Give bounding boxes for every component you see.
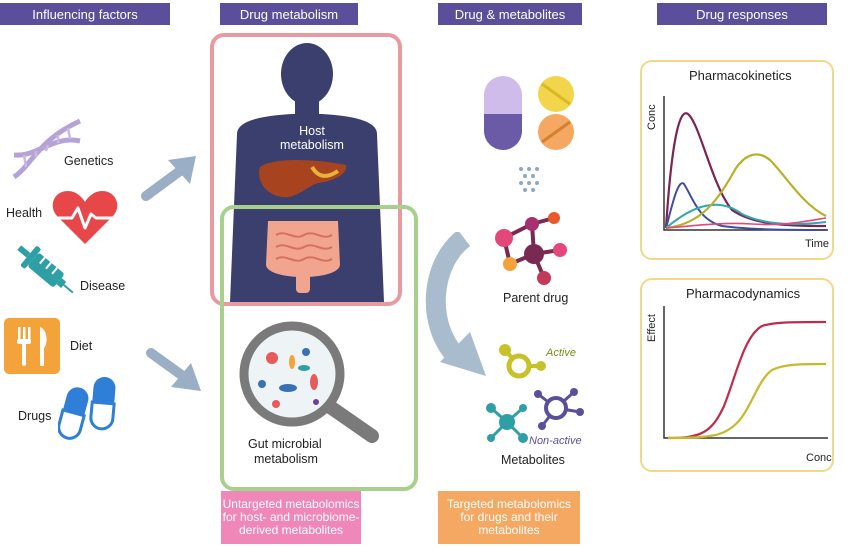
untargeted-caption-line: Untargeted metabolomics (222, 497, 360, 511)
diet-label: Diet (70, 339, 93, 353)
untargeted-caption-line: derived metabolites (238, 523, 344, 537)
capsules-icon (58, 376, 116, 440)
gut-metabolism-label-1: Gut microbial (248, 437, 322, 451)
dna-icon (12, 118, 82, 180)
targeted-caption-line: Targeted metabolomics (446, 497, 572, 511)
parent-drug-label: Parent drug (503, 291, 569, 305)
purple-molecule-icon (534, 388, 584, 430)
syringe-icon (17, 245, 74, 294)
magnifier-icon (239, 321, 379, 443)
genetics-label: Genetics (64, 154, 114, 168)
targeted-caption-line: metabolites (478, 523, 540, 537)
active-metabolite-icon (499, 344, 546, 379)
health-label: Health (6, 206, 43, 220)
gut-metabolism-label-2: metabolism (254, 452, 318, 466)
fork-knife-icon (4, 318, 60, 374)
header-drug-metabolism: Drug metabolism (220, 3, 358, 25)
header-drug-responses: Drug responses (657, 3, 827, 25)
pd-curves (663, 306, 828, 440)
untargeted-caption-line: for host- and microbiome- (222, 510, 360, 524)
targeted-caption-line: for drugs and their (460, 510, 558, 524)
metabolites-label: Metabolites (501, 453, 565, 467)
heart-icon (52, 191, 118, 244)
host-metabolism-box (210, 33, 402, 306)
dots-icon (519, 167, 539, 192)
active-label: Active (546, 347, 576, 359)
parent-drug-molecule-icon (495, 212, 567, 285)
gut-microbial-box (220, 205, 418, 491)
pharmacodynamics-panel (640, 278, 834, 472)
pk-curve-pink (665, 217, 827, 229)
pk-x-axis-label: Time (805, 238, 830, 250)
host-metabolism-label-1: Host (299, 124, 325, 138)
pd-curve-red (667, 320, 827, 440)
teal-molecule-icon (486, 403, 528, 443)
arrow-down-right-icon (146, 348, 201, 391)
intestine-icon (266, 221, 340, 293)
pk-curves (663, 96, 828, 231)
pk-curve-blue (665, 182, 827, 231)
untargeted-caption: Untargeted metabolomics for host- and mi… (221, 491, 361, 544)
header-drug-metabolites: Drug & metabolites (438, 3, 582, 25)
targeted-caption: Targeted metabolomics for drugs and thei… (438, 491, 580, 544)
pd-x-axis-label: Conc (806, 452, 832, 464)
pk-curve-teal (665, 203, 827, 229)
pk-y-axis-label: Conc (646, 104, 658, 130)
header-influencing-factors: Influencing factors (0, 3, 170, 25)
non-active-label: Non-active (529, 435, 582, 447)
pharmacokinetics-title: Pharmacokinetics (689, 68, 792, 83)
curved-arrow-icon (425, 232, 486, 376)
pd-axes (663, 306, 828, 439)
pharmacodynamics-title: Pharmacodynamics (686, 286, 801, 301)
drugs-label: Drugs (18, 409, 52, 423)
pd-curve-yellow (667, 362, 827, 440)
pd-y-axis-label: Effect (646, 314, 658, 342)
host-metabolism-label-2: metabolism (280, 138, 344, 152)
disease-label: Disease (80, 279, 126, 293)
pk-curve-olive (665, 153, 827, 230)
arrow-up-right-icon (141, 156, 196, 201)
pills-icon (484, 76, 574, 150)
liver-icon (259, 160, 347, 198)
